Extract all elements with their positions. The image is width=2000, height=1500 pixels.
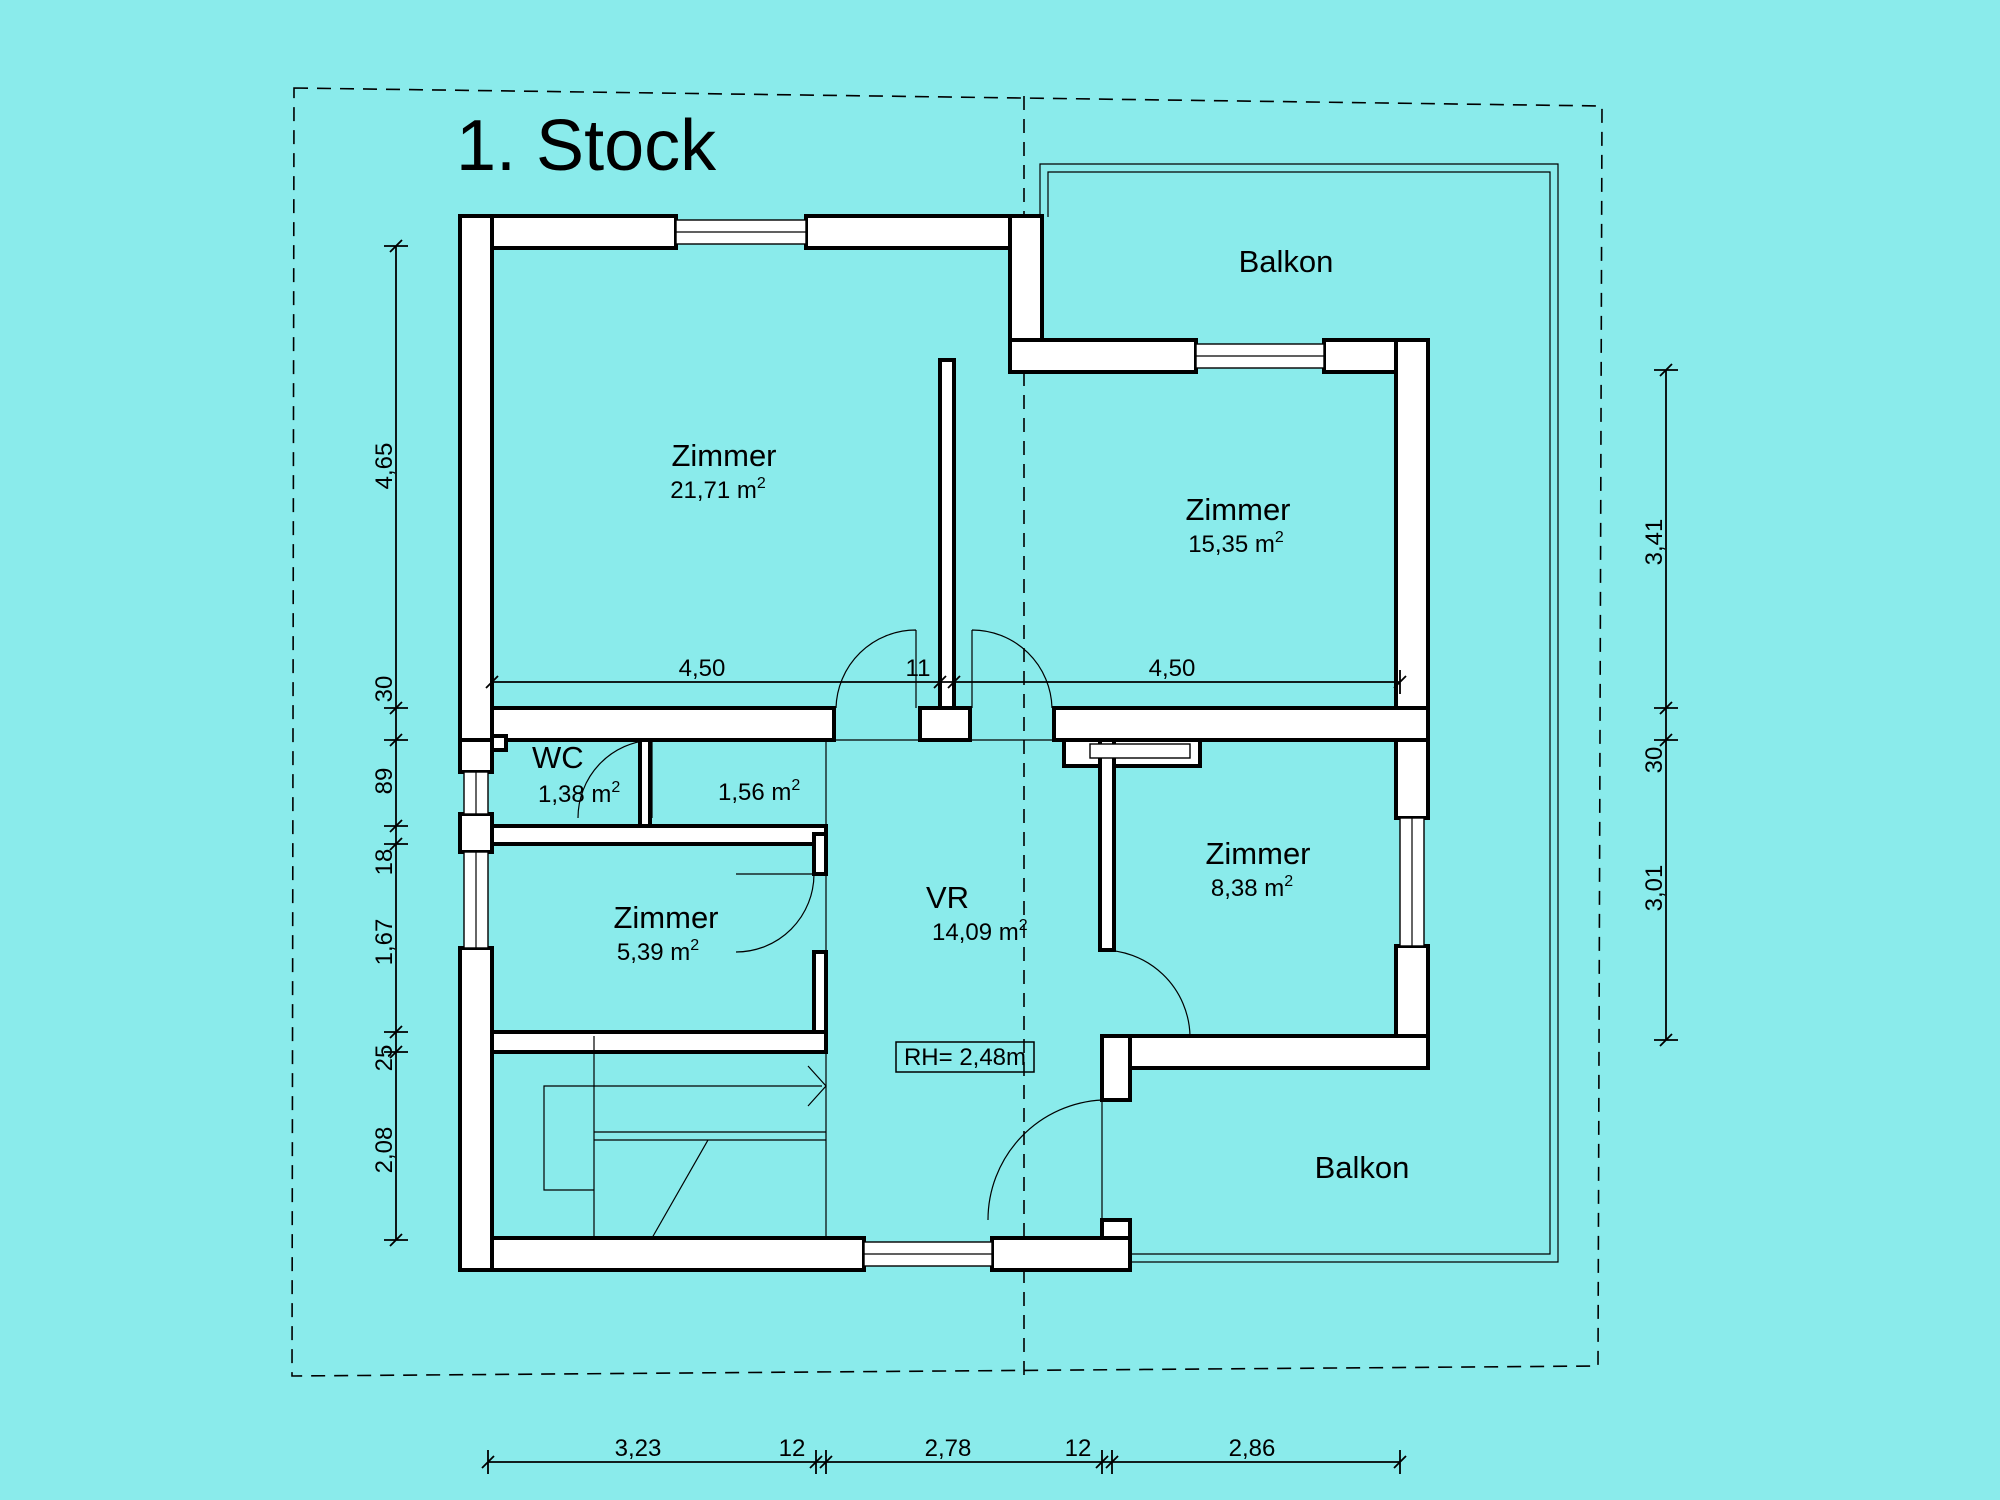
room-height-box [895,1041,1035,1073]
balcony-label-top: Balkon [1239,244,1334,279]
walls [458,214,1430,1272]
room-area: 14,09 m2 [932,917,1028,946]
room-name: VR [926,880,969,915]
room-height-label: RH= 2,48m [904,1044,1026,1071]
dimension-tick [1393,670,1407,694]
dim-left-5: 1,67 [371,919,398,966]
dimension-tick [481,1450,495,1474]
dim-bottom-1: 3,23 [615,1435,662,1462]
dimension-tick [384,819,408,833]
balcony-outline [1039,163,1559,1263]
dimension-lines [395,246,1667,1463]
dimension-tick [384,733,408,747]
room-area: 21,71 m2 [670,475,766,504]
dimension-tick [933,670,947,694]
room-area: 1,56 m2 [718,777,800,806]
dimension-tick [384,1025,408,1039]
room-area: 1,38 m2 [538,779,620,808]
dimension-tick [384,1045,408,1059]
dimension-tick [809,1450,823,1474]
dimension-tick [384,701,408,715]
dimension-tick [1095,1450,1109,1474]
dimension-tick [1654,701,1678,715]
dim-interior-2: 11 [906,655,931,682]
room-area: 8,38 m2 [1211,873,1293,902]
room-zimmer-2: Zimmer 15,35 m2 [1185,492,1290,558]
dimension-tick [384,239,408,253]
dim-bottom-4: 12 [1065,1435,1092,1462]
windows [463,219,1425,1267]
dim-right-2: 30 [1641,747,1668,774]
dimension-labels: 4,65 30 89 18 1,67 25 2,08 3,41 30 3,01 … [371,443,1668,1462]
room-name: Zimmer [1185,492,1290,527]
balcony-label-bottom: Balkon [1315,1150,1410,1185]
dim-interior-3: 4,50 [1149,655,1196,682]
room-zimmer-1: Zimmer 21,71 m2 [670,438,776,504]
dim-left-2: 30 [371,676,398,703]
dimension-tick [1105,1450,1119,1474]
dimension-ticks [384,239,1678,1474]
room-vr: VR 14,09 m2 [926,880,1028,946]
room-name: WC [532,740,584,775]
room-zimmer-3: Zimmer 5,39 m2 [613,900,718,966]
dimension-tick [819,1450,833,1474]
room-name: Zimmer [671,438,776,473]
room-zimmer-4: Zimmer 8,38 m2 [1205,836,1310,902]
doors [577,629,1191,1238]
stairs [543,1036,827,1239]
dimension-tick [1393,1450,1407,1474]
room-area: 15,35 m2 [1188,529,1284,558]
room-name: Zimmer [613,900,718,935]
room-area: 5,39 m2 [617,937,699,966]
dim-left-3: 89 [371,768,398,795]
dim-interior-1: 4,50 [679,655,726,682]
dim-bottom-5: 2,86 [1229,1435,1276,1462]
dim-left-6: 25 [371,1045,398,1072]
room-name: Zimmer [1205,836,1310,871]
dim-bottom-3: 2,78 [925,1435,972,1462]
dimension-tick [384,837,408,851]
dimension-tick [485,670,499,694]
dim-right-3: 3,01 [1641,865,1668,912]
floor-title: 1. Stock [456,106,717,186]
room-wc: WC 1,38 m2 [532,740,620,808]
dimension-tick [384,1233,408,1247]
dim-bottom-2: 12 [779,1435,806,1462]
dimension-tick [1654,1033,1678,1047]
dim-left-1: 4,65 [371,443,398,490]
dimension-tick [1654,733,1678,747]
dim-left-4: 18 [371,849,398,876]
dimension-tick [1654,363,1678,377]
room-hall-small: 1,56 m2 [718,777,800,806]
dimension-tick [947,670,961,694]
dim-right-1: 3,41 [1641,519,1668,566]
dim-left-7: 2,08 [371,1127,398,1174]
